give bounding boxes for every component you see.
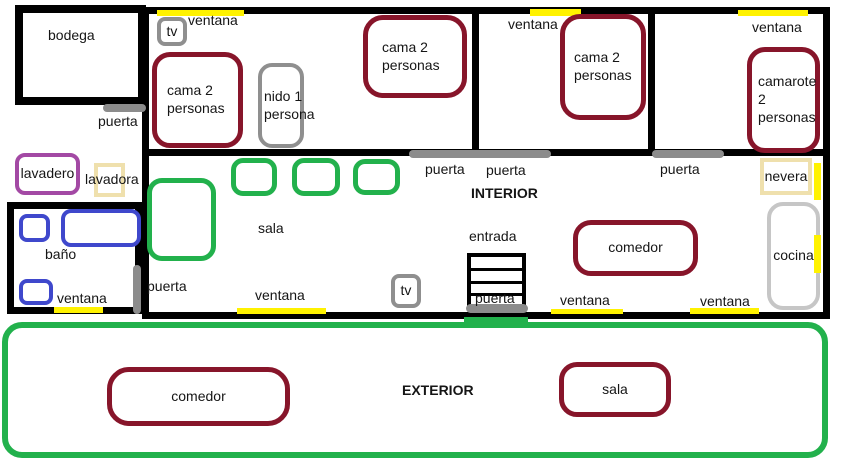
laundry-sink: lavadero	[15, 153, 80, 195]
living-window-strip	[237, 308, 326, 314]
bedroom3-window-label: ventana	[752, 19, 802, 35]
dining-window-label: ventana	[700, 293, 750, 309]
bedroom1-tv: tv	[157, 17, 187, 46]
living-tv-label: tv	[400, 282, 412, 299]
bedroom1-door-label: puerta	[425, 161, 465, 177]
laundry-sink-label: lavadero	[20, 165, 75, 182]
dining-table: comedor	[573, 220, 698, 276]
bathroom-sink	[19, 279, 53, 305]
exterior-lounge: sala	[559, 362, 671, 417]
exterior-zone-label: EXTERIOR	[402, 382, 474, 398]
bedroom1-crib: nido 1 persona	[258, 63, 315, 148]
bedroom2-bed-label: cama 2 personas	[574, 49, 632, 83]
living-sofa	[147, 178, 216, 261]
entrance-exterior-mark	[464, 317, 528, 322]
living-window-label: ventana	[255, 287, 305, 303]
living-chair-3	[353, 159, 400, 195]
bedroom1-crib-label: nido 1 persona	[264, 87, 315, 122]
entrance-label: entrada	[469, 228, 517, 244]
laundry-washer-label: lavadora	[85, 171, 139, 187]
exterior-dining-table: comedor	[107, 367, 290, 426]
bathroom-tub	[61, 209, 141, 247]
entrance-door-label: puerta	[475, 290, 515, 306]
fridge-label: nevera	[764, 167, 808, 184]
living-door-label: puerta	[147, 278, 187, 294]
bedroom1-bed-left: cama 2 personas	[152, 52, 243, 148]
bedroom1-window-label: ventana	[188, 12, 238, 28]
bedroom1-bed-right: cama 2 personas	[363, 15, 467, 98]
bedroom2-window-strip	[530, 9, 581, 16]
bedroom3-window-strip	[738, 10, 808, 16]
living-chair-1	[231, 158, 277, 196]
bedroom3-door-label: puerta	[660, 161, 700, 177]
dining-window-strip	[690, 308, 759, 314]
bedroom3-bunk-bed: camarote 2 personas	[747, 47, 820, 153]
exterior-dining-label: comedor	[171, 387, 226, 404]
hall-window-label: ventana	[560, 292, 610, 308]
hall-window-strip	[551, 309, 623, 314]
bodega-room	[15, 5, 146, 105]
bodega-label: bodega	[48, 27, 95, 43]
dining-table-label: comedor	[608, 239, 663, 256]
living-tv: tv	[391, 274, 421, 308]
fridge: nevera	[760, 158, 812, 195]
living-chair-2	[292, 158, 340, 196]
bedroom3-bunk-label: camarote 2 personas	[758, 73, 817, 125]
kitchen-counter: cocina	[767, 202, 820, 310]
bedroom2-bed: cama 2 personas	[560, 14, 646, 120]
exterior-lounge-label: sala	[602, 380, 628, 397]
bodega-door	[103, 104, 146, 112]
bedroom1-bed-left-label: cama 2 personas	[167, 82, 225, 116]
bedroom1-tv-label: tv	[166, 22, 178, 39]
stair-step-line	[471, 281, 522, 284]
bathroom-toilet	[19, 214, 50, 242]
bathroom-label: baño	[45, 246, 77, 262]
bedroom1-bed-right-label: cama 2 personas	[382, 38, 440, 73]
laundry-washer	[94, 163, 125, 197]
stair-step-line	[471, 293, 522, 296]
stair-step-line	[471, 268, 522, 271]
bedroom2-window-label: ventana	[508, 16, 558, 32]
bathroom-door	[133, 265, 141, 314]
bedroom1-bedroom2-doors	[409, 150, 551, 158]
wall-bedroom2-bedroom3	[648, 7, 655, 156]
bedroom2-door-label: puerta	[486, 162, 526, 178]
entrance-stairs	[467, 253, 526, 308]
interior-zone-label: INTERIOR	[471, 185, 538, 201]
wall-bedroom1-bedroom2	[472, 7, 479, 156]
kitchen-label: cocina	[773, 247, 814, 264]
bedroom1-window-strip	[157, 10, 244, 16]
kitchen-window-strip-lower	[814, 235, 821, 273]
kitchen-window-strip-upper	[814, 163, 821, 200]
bodega-door-label: puerta	[98, 113, 138, 129]
bathroom-window-label: ventana	[57, 290, 107, 306]
bathroom-window-strip	[54, 307, 103, 313]
entrance-door	[466, 304, 528, 313]
bedroom3-door	[652, 150, 724, 158]
living-label: sala	[258, 220, 284, 236]
